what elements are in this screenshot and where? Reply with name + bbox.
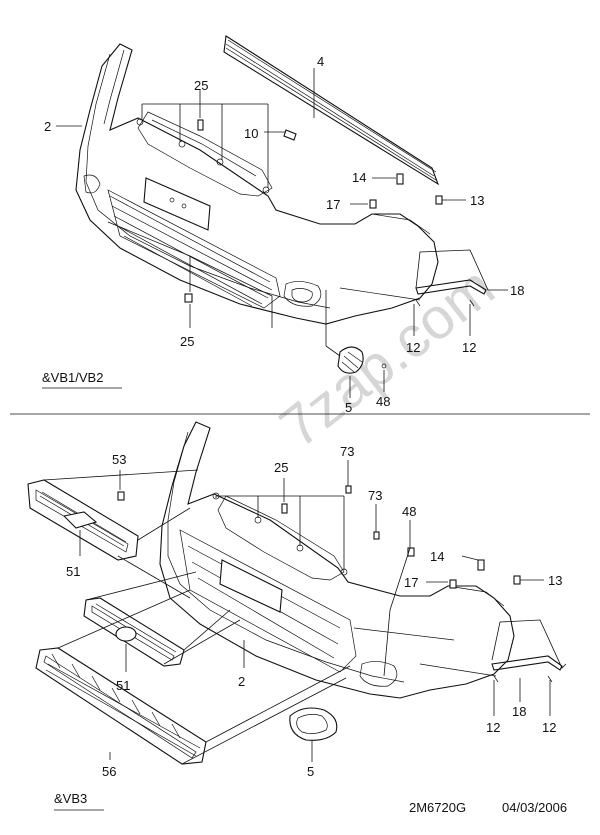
part-51-upper-grille: [27, 479, 139, 561]
callout-5: 5: [307, 764, 314, 779]
callout-10: 10: [244, 126, 258, 141]
part-18-side-bracket: [415, 279, 487, 307]
bottom-diagram: 53 51 51 56 25 73 73 48 14 17 13 2 18 12…: [27, 421, 567, 811]
callout-5: 5: [345, 400, 352, 415]
callout-12: 12: [406, 340, 420, 355]
callout-17: 17: [404, 575, 418, 590]
callout-12-right: 12: [462, 340, 476, 355]
callout-2: 2: [44, 119, 51, 134]
callout-25: 25: [194, 78, 208, 93]
watermark: 7zap.com: [268, 254, 506, 460]
callout-56: 56: [102, 764, 116, 779]
callout-18: 18: [510, 283, 524, 298]
part-4-reinforcement-bar: [223, 35, 440, 186]
part-2-front-bumper-bottom: [159, 421, 515, 699]
top-fasteners: [136, 118, 443, 303]
top-diagram: 2 4 25 10 14 17 13 18 25 12 12 5 48 &VB1…: [42, 35, 524, 415]
top-leader-lines: [56, 68, 508, 398]
callout-14: 14: [430, 549, 444, 564]
callout-53: 53: [112, 452, 126, 467]
part-2-front-bumper-top: [75, 43, 439, 325]
callout-14: 14: [352, 170, 366, 185]
callout-73-lower: 73: [368, 488, 382, 503]
callout-51: 51: [66, 564, 80, 579]
callout-73: 73: [340, 444, 354, 459]
part-51-middle-grille: [83, 597, 185, 667]
callout-18: 18: [512, 704, 526, 719]
callout-25-lower: 25: [180, 334, 194, 349]
callout-13: 13: [548, 573, 562, 588]
callout-13: 13: [470, 193, 484, 208]
part-18-side-bracket-lower: [491, 655, 563, 683]
section-label-vb3: &VB3: [54, 791, 87, 806]
callout-12-right: 12: [542, 720, 556, 735]
callout-17: 17: [326, 197, 340, 212]
part-5-fog-lamp-bezel: [289, 707, 338, 741]
bottom-fasteners: [212, 485, 521, 589]
section-label-vb1-vb2: &VB1/VB2: [42, 370, 103, 385]
drawing-id: 2M6720G: [409, 800, 466, 815]
callout-48: 48: [402, 504, 416, 519]
callout-51-middle: 51: [116, 678, 130, 693]
part-5-fog-lamp-cover: [337, 346, 387, 374]
callout-2: 2: [238, 674, 245, 689]
callout-48: 48: [376, 394, 390, 409]
drawing-date: 04/03/2006: [502, 800, 567, 815]
callout-12: 12: [486, 720, 500, 735]
callout-4: 4: [317, 54, 324, 69]
callout-25: 25: [274, 460, 288, 475]
bottom-leader-lines: [43, 460, 567, 765]
part-56-mesh-grille: [35, 647, 207, 765]
